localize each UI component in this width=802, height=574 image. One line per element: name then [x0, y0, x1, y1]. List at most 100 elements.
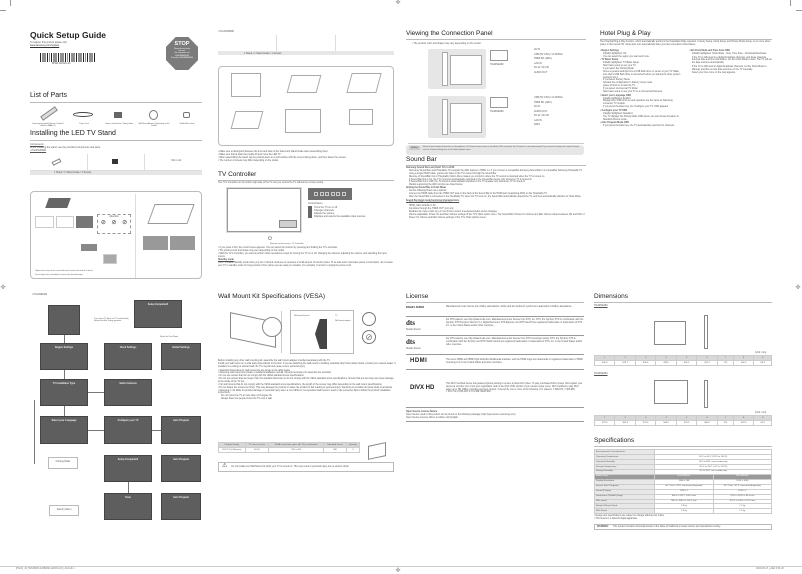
controller-highlight: [279, 220, 297, 228]
control-menu-panel: [308, 188, 352, 200]
hotel-item-title: Region Settings: [600, 50, 683, 53]
connection-note: • The product color and shape may vary d…: [412, 42, 482, 46]
auto-program-screen-3[interactable]: Auto Program: [161, 493, 201, 520]
table-cell: 529.7: [614, 359, 636, 366]
wall-mount-intro: Before installing any other wall mountin…: [218, 360, 331, 362]
select-language-screen[interactable]: Select your Language: [40, 416, 88, 444]
california-warning: WARNING: This product contains chemicals…: [594, 524, 772, 530]
screen-title: Scan: [125, 496, 131, 499]
tv-illustration: [227, 188, 301, 232]
divider: [135, 194, 136, 278]
menu-vol-down-icon: [336, 192, 341, 196]
open-source-text[interactable]: Open Source used in this product can be …: [406, 413, 517, 416]
screw-part: M4 x L12: [145, 154, 202, 170]
screen-title: Auto Program: [173, 458, 189, 461]
region-settings-screen[interactable]: Region Settings: [40, 343, 88, 370]
ports-list-b: USB (5V 0.5A) / CLONING HDMI IN1 (ARC) A…: [534, 96, 590, 126]
tv-controller-intro: The TV's Controller on the bottom right …: [218, 182, 324, 185]
components-text: When installing the stand, use the provi…: [30, 145, 101, 149]
open-source-text: Open Source License Notice is written on…: [406, 417, 584, 422]
wall-mount-text: Before installing any other wall mountin…: [218, 360, 396, 401]
power-sensor-icon: ⏻: [268, 236, 272, 242]
holder-wire-icon: [172, 107, 202, 123]
table-cell: 176: [716, 419, 734, 426]
hotel-item: Initially highlighted: Standard.: [603, 112, 634, 115]
hotel-plug-play-heading: Hotel Plug & Play: [600, 30, 772, 41]
wall-mount-note: Always have two people mount the TV onto…: [221, 398, 273, 401]
select-antenna-screen[interactable]: Select Antenna: [104, 379, 152, 406]
stand-note: Make sure that at least two people lift …: [218, 154, 394, 157]
hotel-item-title: Configure your TV OSD: [600, 110, 683, 113]
stand-note: The number of screws may differ dependin…: [218, 160, 394, 163]
step-2-illustration: [81, 244, 97, 251]
table-cell: 906.4: [593, 359, 616, 366]
control-menu-label: Control Menu: [308, 202, 323, 205]
license-heading: License: [406, 293, 584, 304]
setup-completed-screen[interactable]: Setup Completed!: [134, 300, 182, 328]
dts-logo-text: dts: [406, 319, 415, 327]
stand-guide-part: [30, 153, 88, 170]
func-item: Functions through the 'HDMI OUT' port on…: [409, 208, 455, 211]
table-cell: 493.0: [655, 359, 677, 366]
part-item-power-cord: Power Cord: [67, 107, 101, 127]
document-title: Quick Setup Guide: [30, 30, 107, 40]
stand-note: Do not tighten the assembly kit screws t…: [35, 274, 84, 276]
table-cell: 563.0: [655, 419, 677, 426]
hotel-item: If you select commercial TV Mode:: [603, 88, 639, 91]
stop-line: Please do not return: [173, 47, 191, 50]
auto-program-screen-2[interactable]: Auto Program: [161, 455, 201, 482]
table-cell: 586.0: [696, 419, 718, 426]
hotel-item: Select your time zone on the map appears…: [692, 71, 736, 74]
configure-tv-screen[interactable]: Configure your TV: [104, 416, 152, 444]
crop-mark: [10, 0, 11, 6]
tv-controller-heading: TV Controller: [218, 171, 394, 182]
flow-arrow: [88, 392, 104, 393]
controller-note: If you press it first, the control menu …: [218, 247, 394, 250]
callout-label: TV: [335, 315, 338, 317]
table-cell: 200.2: [696, 359, 718, 366]
port-label: RJ-12 / RJ-45: [534, 66, 549, 69]
sound-bar-bullet: Samsung Sound Bars and Hotel TVs in 2019: [406, 167, 455, 170]
menu-desc: Turns the TV on or off.: [314, 206, 338, 209]
table-cell: LED-TV (& Monitor): [218, 446, 246, 453]
model-label: • HG40NJ690F: [30, 148, 47, 152]
wall-mount-note: For wall mounts that do not comply with …: [218, 384, 396, 387]
divx-logo: DIVX HD: [410, 384, 435, 391]
step-illustration: [286, 75, 322, 93]
spec-note: This device is a Class B digital apparat…: [594, 518, 772, 521]
flow-arrow: [64, 406, 65, 416]
wall-mount-intro2: Install your wall mount on a solid wall …: [218, 362, 396, 368]
clock-settings-screen[interactable]: Clock Settings: [104, 343, 152, 370]
quick-setup-header: Quick Setup Guide To register this produ…: [30, 30, 200, 90]
part-item-wall-mount-adapter: Wall Mount Adapter (Depending on the mod…: [137, 107, 171, 127]
screen-title: Select your Language: [51, 419, 77, 422]
hotel-item: If the TV is still tuned to digital broa…: [692, 66, 767, 71]
wall-mount-detail: Wall mount bracket TV Wall mount adapter: [290, 310, 354, 354]
table-cell: 974.5: [675, 419, 698, 426]
wall-mount-note: Do not fasten the screws too firmly. Thi…: [218, 387, 396, 390]
stand-section: Installing the LED TV Stand Components W…: [30, 130, 202, 175]
connection-panel-heading: Viewing the Connection Panel: [406, 30, 586, 41]
port-label: DATA: [534, 123, 541, 126]
spec-label: With Stand: [593, 508, 656, 515]
menu-desc: Changes channels.: [314, 209, 335, 212]
hotel-item: Activate the configuration in Factory me…: [603, 82, 653, 85]
wall-mount-note: Do not use screws that are longer than t…: [218, 378, 396, 384]
register-url[interactable]: www.samsung.com/register: [30, 43, 60, 47]
no-symbol-icon: ⊘: [111, 220, 117, 226]
global-settings-screen[interactable]: Global Settings: [161, 343, 201, 370]
footer-timestamp: 2019-09-17 ¿ÀÈÄ 4:51:20: [756, 567, 784, 570]
scan-screen[interactable]: Scan: [104, 493, 152, 520]
part-label: Samsung Hospitality Remote Control & Bat…: [32, 122, 64, 127]
screen-title: TV Installation Type: [52, 382, 76, 385]
table-cell: 175: [716, 359, 734, 366]
hotel-item: Clone a general settings from a USB flas…: [603, 70, 681, 79]
tv-installation-type-screen[interactable]: TV Installation Type: [40, 379, 88, 406]
dts-sub: Studio Sound: [406, 346, 421, 350]
step-1-illustration: [45, 198, 71, 208]
auto-program-screen[interactable]: Auto Program: [161, 416, 201, 444]
table-cell: M8: [323, 446, 347, 453]
flow-arrow: [128, 482, 129, 493]
table-cell: 68.3: [753, 359, 772, 366]
setup-completed-screen-2[interactable]: Setup Completed!: [104, 455, 152, 482]
